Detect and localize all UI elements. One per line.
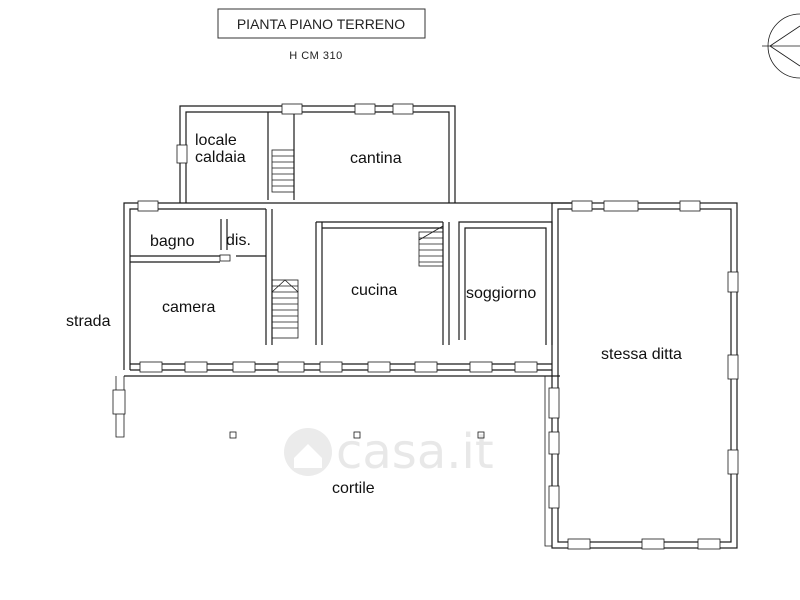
plan-title: PIANTA PIANO TERRENO bbox=[237, 16, 405, 32]
room-label-cantina: cantina bbox=[350, 150, 402, 167]
stairs bbox=[271, 149, 444, 339]
room-labels: locale caldaia cantina bagno dis. camera… bbox=[66, 132, 682, 497]
title-block: PIANTA PIANO TERRENO H CM 310 bbox=[217, 8, 426, 62]
courtyard-pillars bbox=[229, 431, 485, 439]
room-label-dis: dis. bbox=[226, 232, 251, 249]
watermark: casa.it bbox=[284, 424, 494, 480]
watermark-brand: casa.it bbox=[336, 424, 494, 480]
height-note: H CM 310 bbox=[289, 50, 343, 62]
room-label-cortile: cortile bbox=[332, 480, 375, 497]
room-label-soggiorno: soggiorno bbox=[466, 285, 536, 302]
room-label-locale: locale bbox=[195, 132, 237, 149]
room-label-cucina: cucina bbox=[351, 282, 397, 299]
room-label-strada: strada bbox=[66, 313, 111, 330]
room-label-bagno: bagno bbox=[150, 233, 195, 250]
walls bbox=[115, 105, 738, 549]
house-icon bbox=[284, 428, 332, 476]
room-label-stessa-ditta: stessa ditta bbox=[601, 346, 682, 363]
room-label-caldaia: caldaia bbox=[195, 149, 246, 166]
room-label-camera: camera bbox=[162, 299, 215, 316]
title-frame bbox=[217, 8, 426, 39]
compass-icon bbox=[762, 13, 800, 79]
windows bbox=[112, 103, 739, 550]
